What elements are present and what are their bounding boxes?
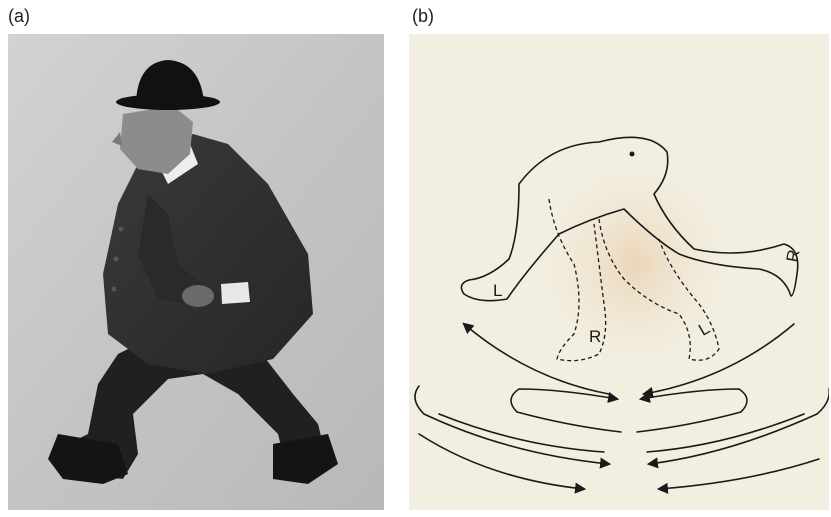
- walking-man-photo: [8, 34, 384, 510]
- hand: [182, 285, 214, 307]
- leg-label-l-left: L: [493, 281, 502, 300]
- leg-label-r-bottom: R: [589, 327, 601, 346]
- panel-a-label: (a): [8, 6, 30, 27]
- panel-b-label: (b): [412, 6, 434, 27]
- leg-sketch-drawing: L R R L: [409, 34, 829, 510]
